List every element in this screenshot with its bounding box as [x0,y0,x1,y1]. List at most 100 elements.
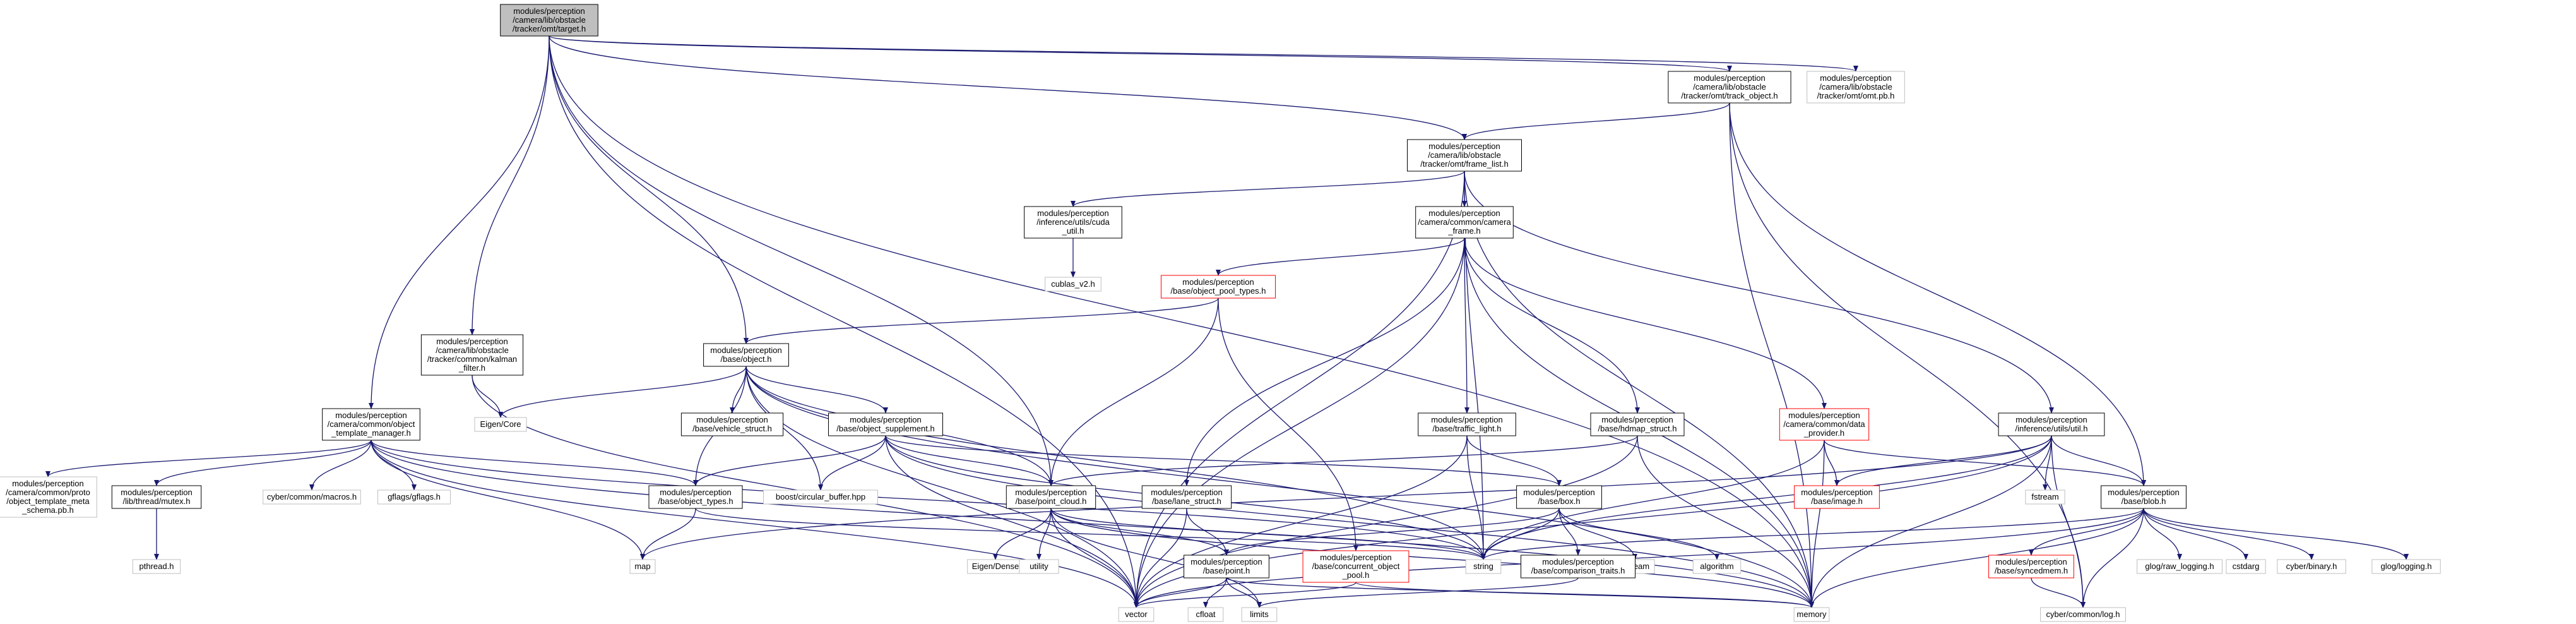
edge-lane_struct-to-vector [1134,508,1187,608]
node-blob[interactable]: modules/perception/base/blob.h [2101,485,2187,509]
node-label-line: fstream [2031,492,2058,501]
node-label-line: modules/perception [696,415,768,424]
node-label-line: cstdarg [2233,561,2260,571]
node-point[interactable]: modules/perception/base/point.h [1184,555,1269,579]
node-label-line: /base/object_pool_types.h [1170,286,1266,296]
node-label-line: modules/perception [121,488,192,497]
node-label-line: /base/syncedmem.h [1995,566,2068,575]
edge-template_manager-to-mutex [154,440,372,486]
node-label-line: modules/perception [1523,488,1594,497]
node-comparison-traits[interactable]: modules/perception/base/comparison_trait… [1521,555,1635,579]
node-traffic-light[interactable]: modules/perception/base/traffic_light.h [1418,412,1516,436]
edge-blob-to-syncedmem [2029,508,2144,556]
node-object[interactable]: modules/perception/base/object.h [703,343,789,367]
node-label-line: modules/perception [436,337,507,346]
node-label-line: cublas_v2.h [1051,279,1095,289]
edge-template_manager-to-vector [371,440,1139,608]
node-cstdarg: cstdarg [2226,559,2266,574]
node-track-object[interactable]: modules/perception/camera/lib/obstacle/t… [1668,71,1791,104]
node-box [1998,412,2105,436]
edge-box-to-point [1224,508,1560,556]
node-label-line: modules/perception [335,411,407,420]
node-label-line: modules/perception [1788,411,1860,420]
node-label-line: glog/logging.h [2381,561,2432,571]
node-memory: memory [1793,607,1830,622]
edge-track_object-to-cyber_log [1729,102,2086,608]
node-label-line: vector [1125,609,1148,619]
node-box [2137,559,2223,574]
node-frame-list[interactable]: modules/perception/camera/lib/obstacle/t… [1407,139,1522,172]
node-label-line: /lib/thread/mutex.h [123,496,191,506]
node-box [629,559,656,574]
edge-point-to-limits [1226,577,1262,608]
edge-template_manager-to-object_types [371,440,698,486]
edge-object_supplement-to-vector [885,435,1139,608]
node-concurrent-pool[interactable]: modules/perception/base/concurrent_objec… [1302,550,1410,583]
node-cublas: cublas_v2.h [1045,277,1101,292]
node-cuda-util[interactable]: modules/perception/inference/utils/cuda_… [1024,206,1122,239]
node-box [1988,555,2074,579]
node-box [648,485,743,509]
node-glog-raw: glog/raw_logging.h [2137,559,2223,574]
edge-template_manager-to-cyber_macros [309,440,372,491]
node-box [1187,607,1224,622]
node-template-manager[interactable]: modules/perception/camera/common/object_… [322,408,420,441]
edge-target-to-omt_pb [549,35,1858,72]
node-data-provider[interactable]: modules/perception/camera/common/data_pr… [1779,408,1870,441]
node-label-line: /base/point.h [1203,566,1250,575]
node-box [1668,71,1791,104]
node-box [1141,485,1232,509]
node-box [1465,559,1502,574]
node-label-line: modules/perception [1190,557,1262,567]
edge-point_cloud-to-point [1050,508,1229,556]
edge-data_provider-to-string [1481,440,1825,560]
nodes-layer: modules/perception/camera/lib/obstacle/t… [0,4,2441,622]
edge-track_object-to-memory [1729,102,1814,608]
node-object-supplement[interactable]: modules/perception/base/object_supplemen… [828,412,943,436]
node-box [763,489,878,505]
node-vehicle-struct[interactable]: modules/perception/base/vehicle_struct.h [680,412,784,436]
edge-frame_list-to-memory [1464,171,1814,608]
edge-frame_list-to-cuda_util [1071,171,1465,207]
node-point-cloud[interactable]: modules/perception/base/point_cloud.h [1006,485,1096,509]
node-glog-logging: glog/logging.h [2371,559,2441,574]
node-kalman[interactable]: modules/perception/camera/lib/obstacle/t… [420,334,524,376]
node-label-line: /tracker/omt/omt.pb.h [1817,91,1895,100]
node-label-line: modules/perception [2108,488,2179,497]
node-box [500,4,598,37]
node-syncedmem[interactable]: modules/perception/base/syncedmem.h [1988,555,2074,579]
node-label-line: /tracker/omt/frame_list.h [1420,159,1508,169]
edge-object-to-vector [745,366,1139,608]
node-label-line: modules/perception [1182,277,1254,287]
node-label-line: /camera/lib/obstacle [1428,150,1501,160]
node-label-line: pthread.h [139,561,174,571]
edge-camera_frame-to-vector [1134,237,1465,608]
node-label-line: memory [1797,609,1827,619]
edge-camera_frame-to-lane_struct [1184,237,1465,486]
node-infer-util[interactable]: modules/perception/inference/utils/util.… [1998,412,2105,436]
node-label-line: modules/perception [660,488,731,497]
node-label-line: /base/traffic_light.h [1433,424,1502,433]
edge-object_supplement-to-memory [885,435,1814,608]
node-image[interactable]: modules/perception/base/image.h [1794,485,1880,509]
node-limits: limits [1241,607,1278,622]
node-object-types[interactable]: modules/perception/base/object_types.h [648,485,743,509]
node-camera-frame[interactable]: modules/perception/camera/common/camera_… [1415,206,1514,239]
edge-data_provider-to-memory [1809,440,1825,608]
node-box [263,489,361,505]
node-label-line: modules/perception [12,479,83,488]
node-lane-struct[interactable]: modules/perception/base/lane_struct.h [1141,485,1232,509]
node-box [1807,71,1905,104]
node-label-line: modules/perception [1601,415,1673,424]
node-box[interactable]: modules/perception/base/box.h [1516,485,1602,509]
edge-traffic_light-to-vector [1134,435,1468,608]
node-object-pool-types[interactable]: modules/perception/base/object_pool_type… [1161,275,1276,299]
node-label-line: cyber/common/log.h [2046,609,2120,619]
node-mutex[interactable]: modules/perception/lib/thread/mutex.h [111,485,202,509]
edge-target-to-track_object [549,35,1732,72]
node-box [1161,275,1276,299]
edge-target-to-memory [549,35,1814,608]
node-hdmap-struct[interactable]: modules/perception/base/hdmap_struct.h [1590,412,1685,436]
node-label-line: /base/object_supplement.h [836,424,934,433]
